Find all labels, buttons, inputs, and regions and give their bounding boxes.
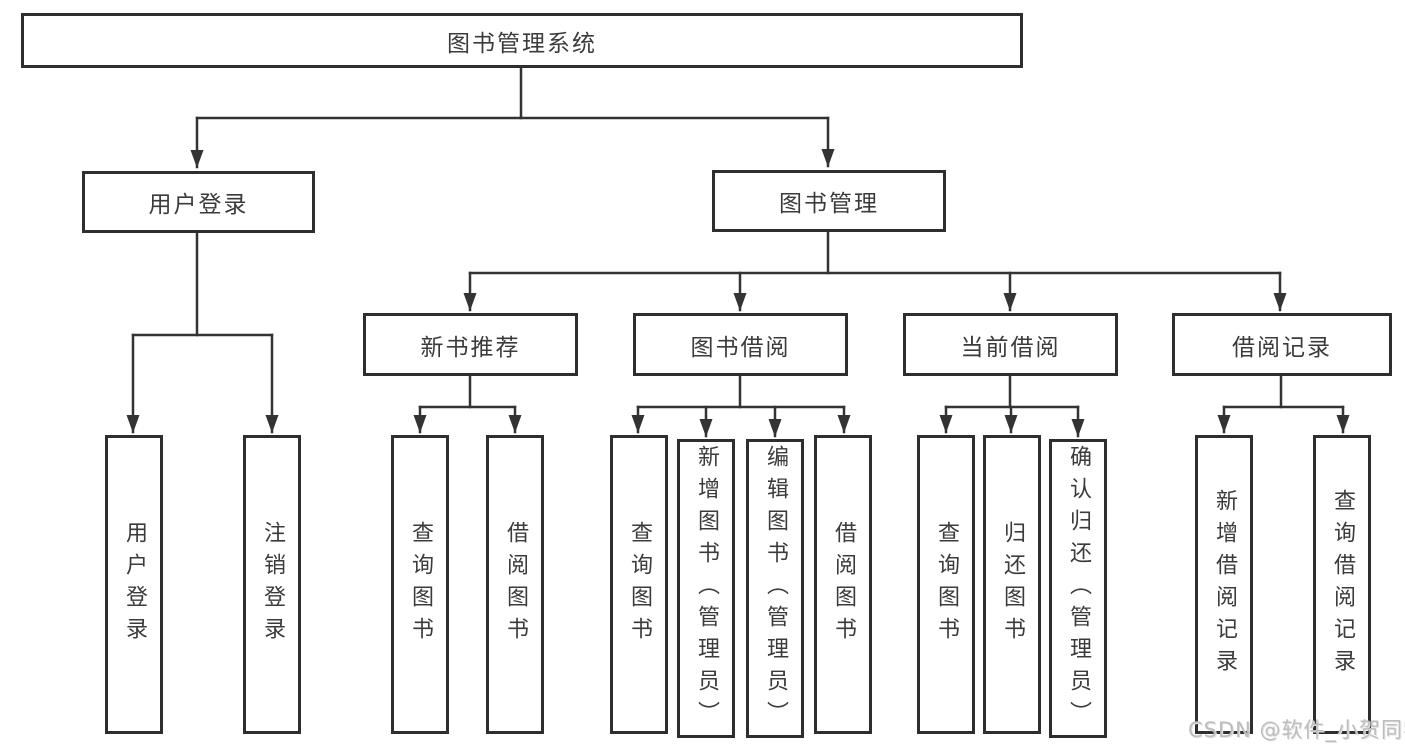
node-borrow-books-recommend: 借阅图书 [486, 435, 544, 734]
node-confirm-return-admin: 确认归还（管理员） [1049, 439, 1107, 738]
node-label: 查询借阅记录 [1330, 488, 1355, 681]
node-library-system: 图书管理系统 [21, 13, 1023, 68]
node-query-books-recommend: 查询图书 [391, 435, 449, 734]
node-borrowing-records: 借阅记录 [1172, 313, 1392, 376]
node-label: 新书推荐 [420, 334, 521, 361]
connector-borrowing-children [631, 374, 851, 438]
node-label: 借阅图书 [831, 520, 856, 649]
node-query-books-current: 查询图书 [917, 435, 975, 734]
node-user-login-action: 用户登录 [105, 435, 163, 734]
connector-records-children [1217, 374, 1350, 434]
node-label: 用户登录 [122, 520, 147, 649]
node-current-borrowing: 当前借阅 [903, 313, 1118, 376]
node-label: 图书管理 [779, 191, 879, 217]
node-label: 借阅图书 [503, 520, 528, 649]
node-label: 图书管理系统 [447, 30, 597, 57]
node-return-books: 归还图书 [983, 435, 1041, 734]
connector-root-to-level2 [190, 66, 835, 169]
connector-recommendation-children [413, 374, 522, 434]
node-query-borrow-record: 查询借阅记录 [1313, 435, 1371, 734]
node-logout-action: 注销登录 [243, 435, 301, 734]
node-label: 归还图书 [1000, 520, 1025, 649]
node-label: 用户登录 [148, 192, 249, 218]
node-label: 查询图书 [408, 520, 433, 649]
node-add-borrow-record: 新增借阅记录 [1195, 435, 1253, 734]
node-label: 新增图书（管理员） [694, 444, 719, 733]
connector-user-login-children [126, 231, 279, 434]
node-label: 注销登录 [260, 520, 285, 649]
node-add-books-admin: 新增图书（管理员） [677, 439, 735, 738]
connector-book-management-children [463, 230, 1287, 312]
node-new-book-recommendation: 新书推荐 [363, 313, 578, 376]
node-label: 图书借阅 [690, 334, 791, 361]
node-label: 借阅记录 [1232, 334, 1332, 361]
node-query-books-borrow: 查询图书 [610, 435, 668, 734]
node-label: 查询图书 [934, 520, 959, 649]
node-borrow-books-action: 借阅图书 [814, 435, 872, 734]
node-book-borrowing: 图书借阅 [633, 313, 848, 376]
watermark-text: CSDN @软件_小贺同学 [1188, 718, 1405, 742]
node-label: 确认归还（管理员） [1066, 444, 1091, 733]
node-label: 查询图书 [627, 520, 652, 649]
node-label: 当前借阅 [960, 334, 1061, 361]
node-book-management: 图书管理 [712, 170, 946, 232]
node-user-login: 用户登录 [82, 171, 315, 233]
node-edit-books-admin: 编辑图书（管理员） [746, 439, 804, 738]
node-label: 编辑图书（管理员） [763, 444, 788, 733]
node-label: 新增借阅记录 [1212, 488, 1237, 681]
connector-current-borrowing-children [939, 374, 1085, 438]
